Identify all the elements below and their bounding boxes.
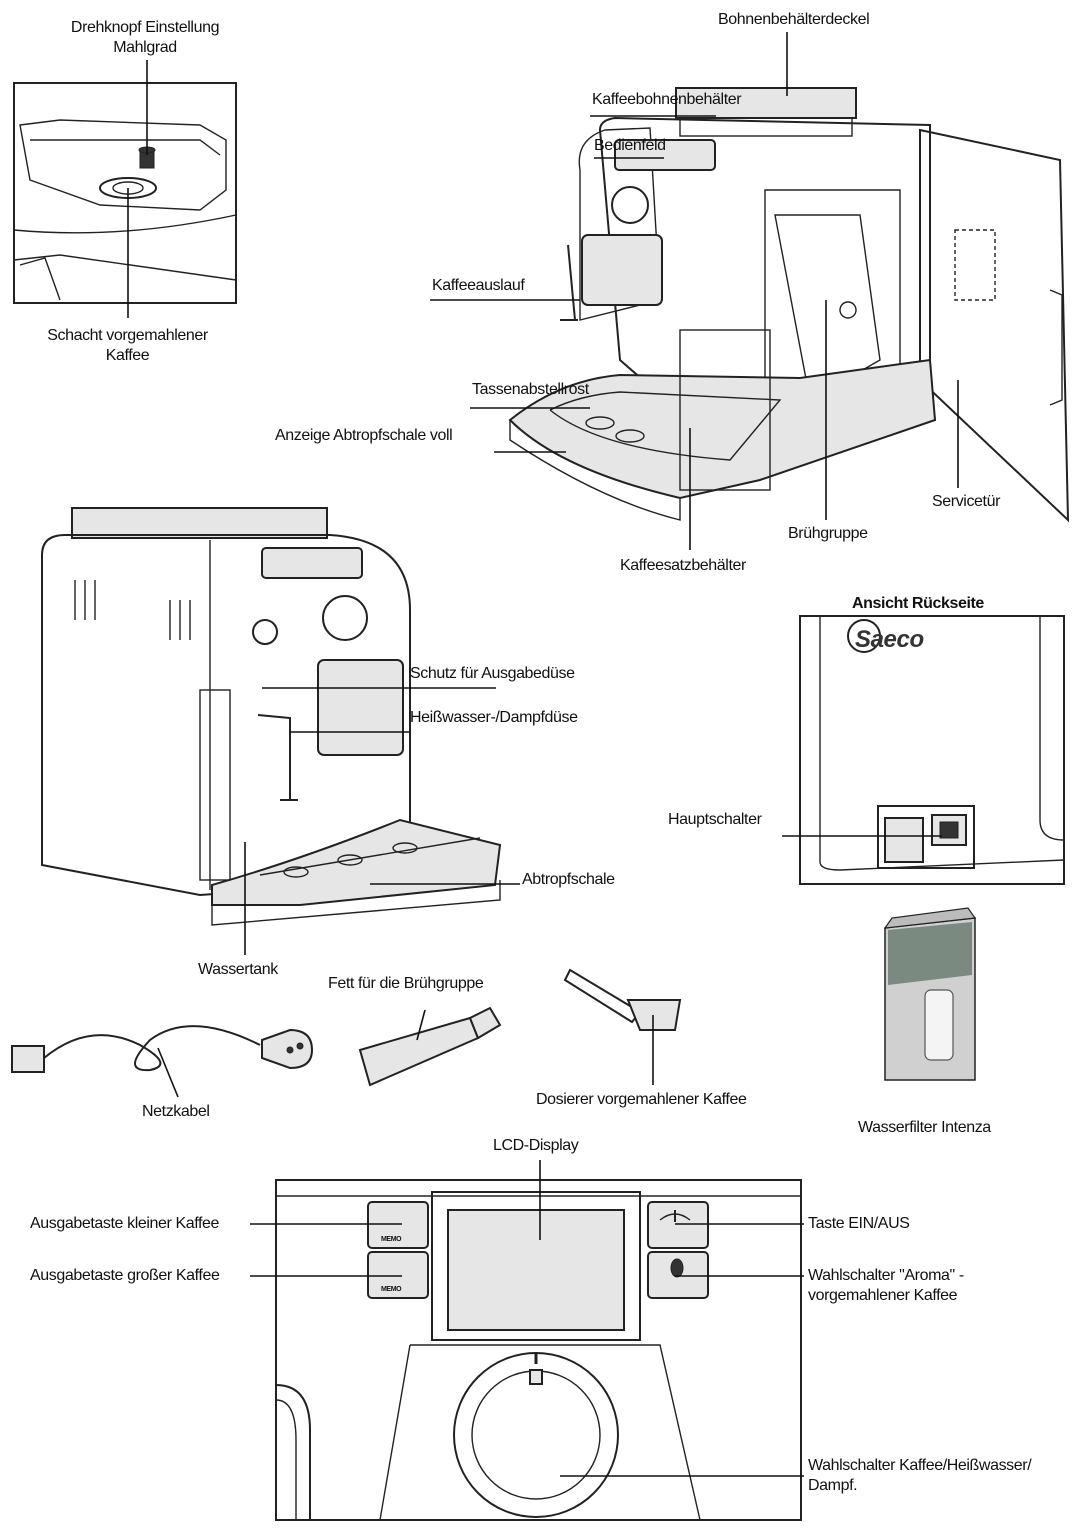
label-kaffeesatz: Kaffeesatzbehälter	[620, 557, 746, 574]
label-bohnenbehaelter: Kaffeebohnenbehälter	[592, 91, 742, 108]
control-panel-leader-lines	[250, 1160, 804, 1477]
memo-small-label: MEMO	[381, 1236, 402, 1243]
label-taste-ein-aus: Taste EIN/AUS	[808, 1215, 910, 1232]
label-bedienfeld: Bedienfeld	[594, 137, 666, 154]
label-wassertank: Wassertank	[198, 961, 278, 978]
label-drehknopf: Drehknopf Einstellung Mahlgrad	[70, 19, 220, 56]
grease-tube-drawing	[358, 1006, 502, 1087]
label-anzeige-voll: Anzeige Abtropfschale voll	[275, 427, 453, 444]
brand-logo-text: Saeco	[855, 626, 924, 653]
control-panel-drawing	[275, 1179, 802, 1521]
memo-large-label: MEMO	[381, 1286, 402, 1293]
coffee-scoop-drawing	[563, 968, 682, 1085]
label-schacht: Schacht vorgemahlener Kaffee	[47, 327, 208, 364]
label-dampfduese: Heißwasser-/Dampfdüse	[410, 709, 578, 726]
rear-view-panel	[799, 615, 1065, 885]
machine-leader-lines	[430, 32, 959, 550]
label-ansicht-rueckseite: Ansicht Rückseite	[852, 595, 984, 612]
label-wahl-aroma: Wahlschalter "Aroma" - vorgemahlener Kaf…	[808, 1267, 964, 1304]
label-fett: Fett für die Brühgruppe	[328, 975, 484, 992]
label-schutz-duese: Schutz für Ausgabedüse	[410, 665, 575, 682]
label-servicetuer: Servicetür	[932, 493, 1001, 510]
grinder-detail-inset	[13, 82, 237, 304]
label-bruehgruppe: Brühgruppe	[788, 525, 868, 542]
label-kaffeeauslauf: Kaffeeauslauf	[432, 277, 525, 294]
label-tassenrost: Tassenabstellrost	[472, 381, 589, 398]
machine-open-view	[508, 87, 1070, 523]
label-dosierer: Dosierer vorgemahlener Kaffee	[536, 1091, 747, 1108]
label-lcd: LCD-Display	[493, 1137, 579, 1154]
label-wasserfilter: Wasserfilter Intenza	[858, 1119, 991, 1136]
label-taste-gross: Ausgabetaste großer Kaffee	[30, 1267, 220, 1284]
label-taste-klein: Ausgabetaste kleiner Kaffee	[30, 1215, 220, 1232]
label-bohnendeckel: Bohnenbehälterdeckel	[718, 11, 870, 28]
water-filter-box-drawing	[883, 907, 977, 1081]
power-cord-drawing	[11, 1025, 314, 1098]
label-netzkabel: Netzkabel	[142, 1103, 210, 1120]
grinder-leader-lines	[127, 60, 148, 318]
label-wahl-kaffee: Wahlschalter Kaffee/Heißwasser/ Dampf.	[808, 1457, 1032, 1494]
label-hauptschalter: Hauptschalter	[668, 811, 762, 828]
front-view-leader-lines	[244, 687, 520, 955]
label-abtropfschale: Abtropfschale	[522, 871, 615, 888]
